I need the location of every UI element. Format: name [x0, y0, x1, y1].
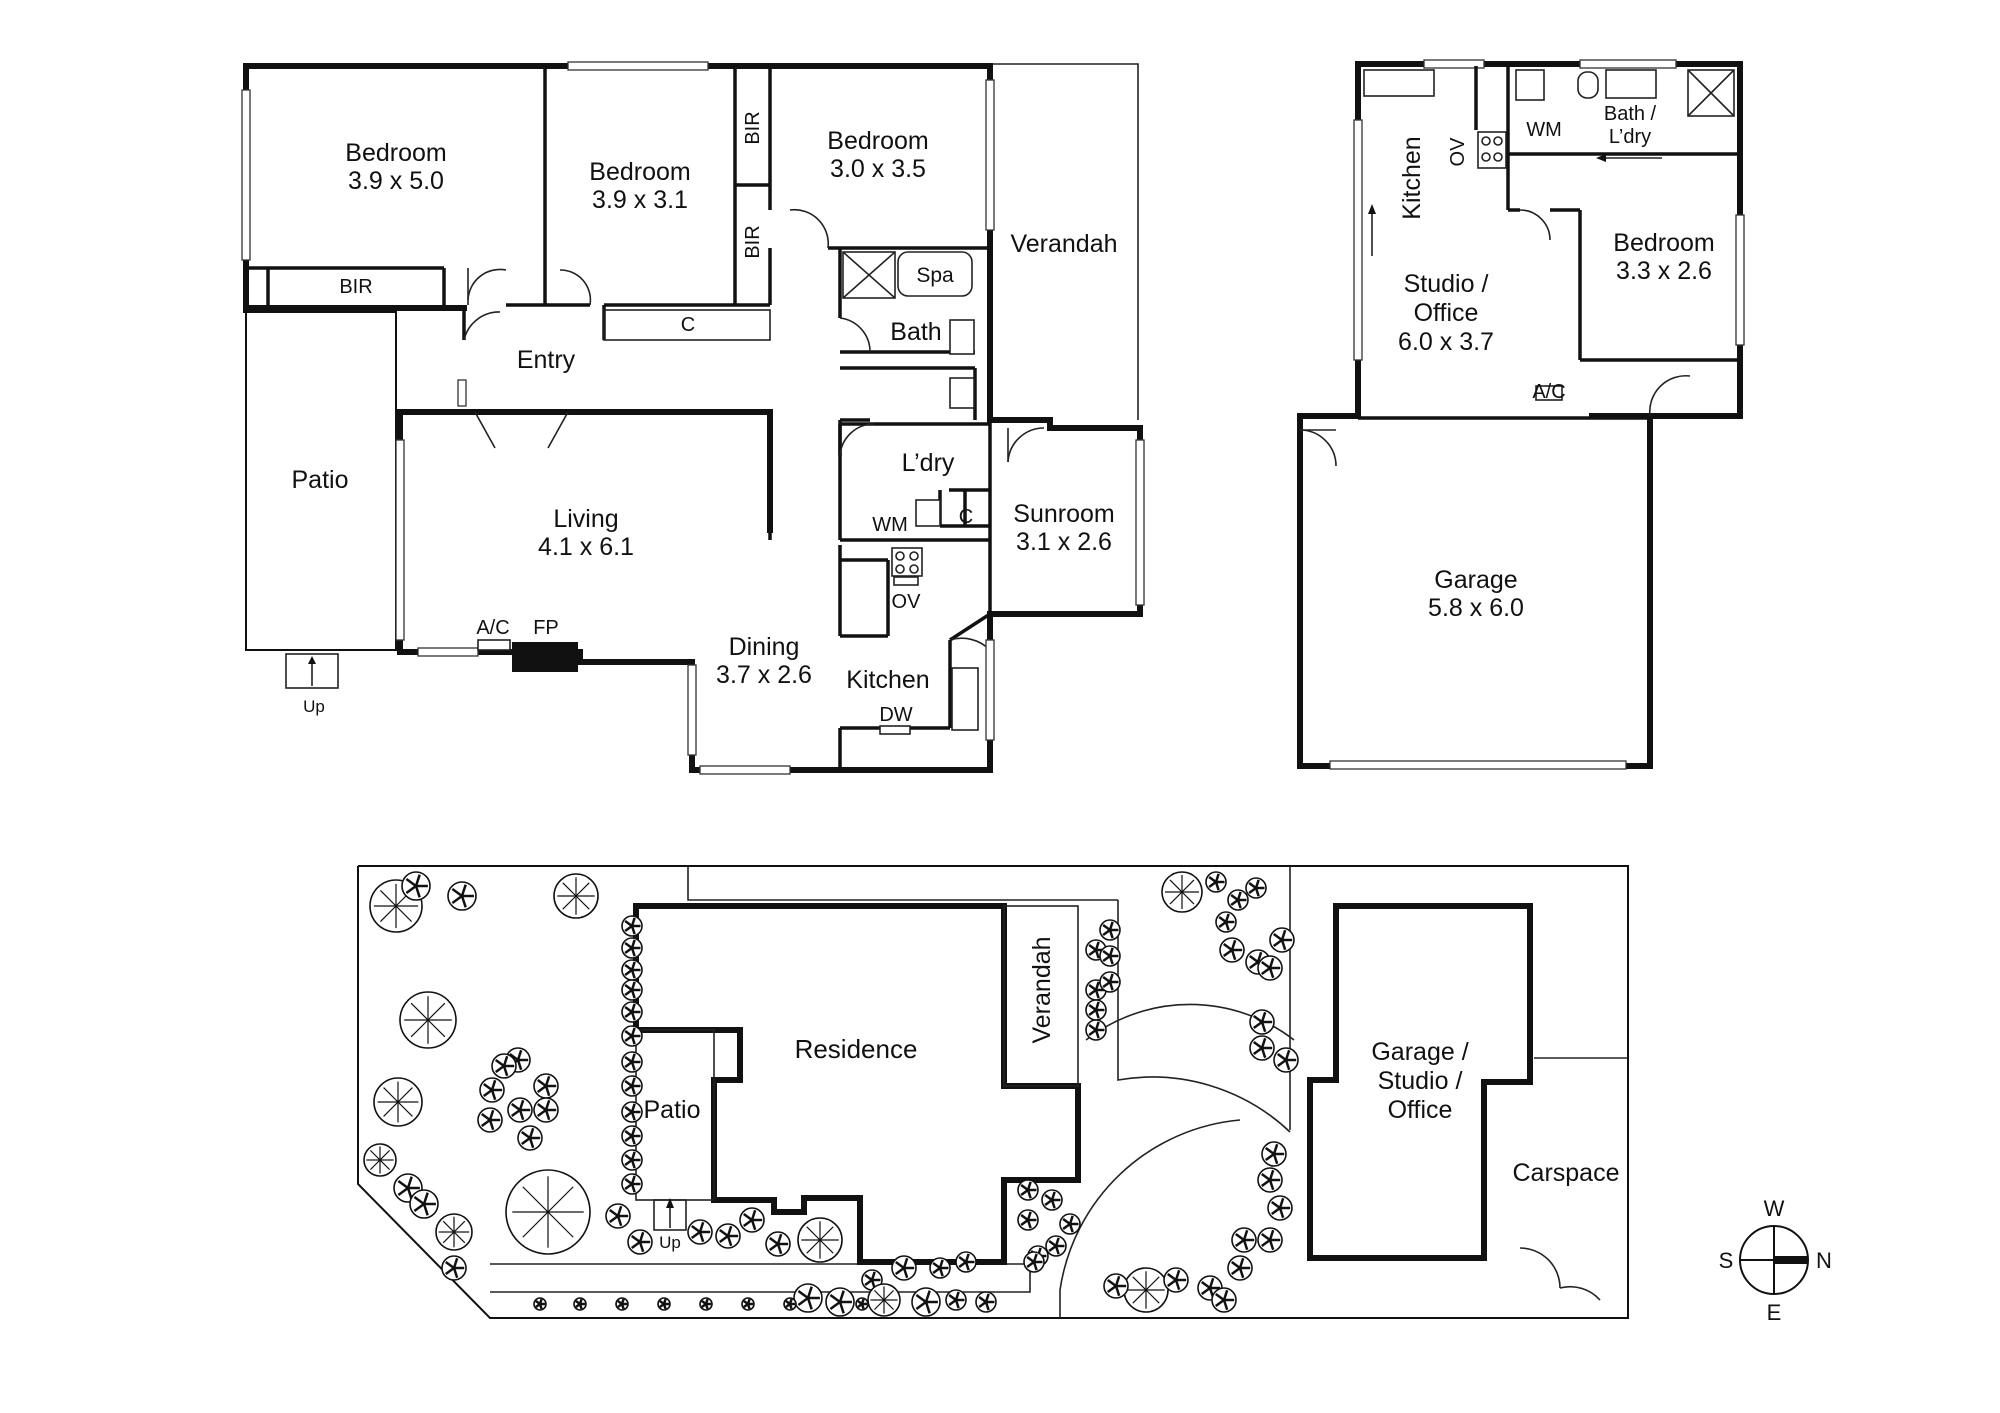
vanity — [949, 319, 975, 355]
patio-label: Patio — [292, 466, 349, 494]
dishwasher — [879, 725, 911, 735]
site-carspace-label: Carspace — [1513, 1159, 1620, 1187]
ac-label-living: A/C — [476, 617, 509, 639]
studio-name-1: Studio / — [1404, 270, 1489, 298]
bir-label-lower: BIR — [742, 225, 764, 258]
studio-bath-label-2: L’dry — [1609, 126, 1651, 148]
compass-s: S — [1719, 1248, 1734, 1273]
studio-bedroom-name: Bedroom — [1613, 229, 1714, 257]
wm-label: WM — [872, 514, 908, 536]
compass-n: N — [1816, 1248, 1832, 1273]
studio-plan: Kitchen OV WM Bath / L’dry Studio / Offi… — [1297, 59, 1745, 770]
studio-name-2: Office — [1414, 299, 1479, 327]
spa — [897, 251, 973, 297]
site-verandah-label: Verandah — [1028, 936, 1056, 1043]
site-up-label: Up — [659, 1233, 681, 1252]
room-size-dining: 3.7 x 2.6 — [716, 661, 812, 689]
site-fence-lines — [687, 866, 1118, 901]
studio-ov-label: OV — [1447, 137, 1469, 167]
compass: W E S N — [1719, 1196, 1832, 1325]
room-name-living: Living — [553, 505, 618, 533]
studio-ac-label: A/C — [1532, 381, 1565, 403]
room-size-bedroom2: 3.9 x 3.1 — [592, 186, 688, 214]
site-labels: Residence Verandah Patio Up Garage / Stu… — [644, 936, 1620, 1252]
room-name-sunroom: Sunroom — [1013, 500, 1114, 528]
fixtures — [285, 251, 979, 735]
garage-name: Garage — [1434, 566, 1517, 594]
kitchen-sink — [951, 667, 979, 731]
house-labels: Bedroom 3.9 x 5.0 Bedroom 3.9 x 3.1 Bedr… — [292, 111, 1118, 726]
studio-bath-label-1: Bath / — [1604, 103, 1657, 125]
garage-site-outline — [1307, 903, 1533, 1261]
site-patio-label: Patio — [644, 1096, 701, 1124]
garage-size: 5.8 x 6.0 — [1428, 594, 1524, 622]
cupboard-label-laundry: C — [959, 506, 973, 528]
fp-label: FP — [533, 617, 559, 639]
studio-doors — [1299, 209, 1691, 467]
studio-size: 6.0 x 3.7 — [1398, 328, 1494, 356]
house-plan: Bedroom 3.9 x 5.0 Bedroom 3.9 x 3.1 Bedr… — [241, 61, 1145, 775]
room-name-dining: Dining — [729, 633, 800, 661]
ac-unit — [477, 639, 511, 651]
entry-label: Entry — [517, 346, 576, 374]
room-size-living: 4.1 x 6.1 — [538, 533, 634, 561]
spa-label: Spa — [916, 264, 954, 287]
fireplace — [512, 642, 578, 672]
door-swings — [463, 208, 1045, 651]
studio-interior-walls — [1474, 66, 1740, 362]
kitchen-label: Kitchen — [846, 666, 929, 694]
studio-fixtures — [1363, 69, 1735, 401]
bath-label: Bath — [890, 318, 941, 346]
site-residence-label: Residence — [795, 1034, 918, 1064]
bir-label-upper: BIR — [742, 111, 764, 144]
room-name-bedroom2: Bedroom — [589, 158, 690, 186]
site-trees — [363, 871, 1299, 1317]
compass-north-pointer — [1774, 1256, 1808, 1264]
room-name-bedroom3: Bedroom — [827, 127, 928, 155]
studio-wm-label: WM — [1526, 119, 1562, 141]
site-verandah — [1003, 905, 1079, 1087]
site-garage-label-1: Garage / — [1371, 1038, 1468, 1066]
site-garage-label-2: Studio / — [1378, 1067, 1463, 1095]
bir-label-main: BIR — [339, 276, 372, 298]
studio-labels: Kitchen OV WM Bath / L’dry Studio / Offi… — [1398, 103, 1715, 622]
garage-door — [1329, 760, 1627, 770]
verandah-outline — [990, 63, 1139, 420]
oven — [893, 576, 919, 586]
ov-label: OV — [892, 591, 922, 613]
toilet — [949, 377, 975, 409]
verandah-label: Verandah — [1010, 230, 1117, 258]
room-size-sunroom: 3.1 x 2.6 — [1016, 528, 1112, 556]
room-size-bedroom3: 3.0 x 3.5 — [830, 155, 926, 183]
room-size-bedroom1: 3.9 x 5.0 — [348, 167, 444, 195]
room-name-bedroom1: Bedroom — [345, 139, 446, 167]
compass-w: W — [1764, 1196, 1785, 1221]
up-label-patio: Up — [303, 697, 325, 716]
studio-bedroom-size: 3.3 x 2.6 — [1616, 257, 1712, 285]
site-plan: Residence Verandah Patio Up Garage / Stu… — [357, 865, 1629, 1319]
cupboard-label-hall: C — [681, 314, 695, 336]
laundry-label: L’dry — [902, 449, 955, 477]
compass-e: E — [1767, 1300, 1782, 1325]
dw-label: DW — [879, 704, 912, 726]
site-garage-label-3: Office — [1388, 1096, 1453, 1124]
windows — [241, 61, 1145, 775]
washing-machine — [915, 499, 941, 527]
site-boundary — [357, 865, 1629, 1319]
studio-kitchen-label: Kitchen — [1398, 136, 1426, 219]
